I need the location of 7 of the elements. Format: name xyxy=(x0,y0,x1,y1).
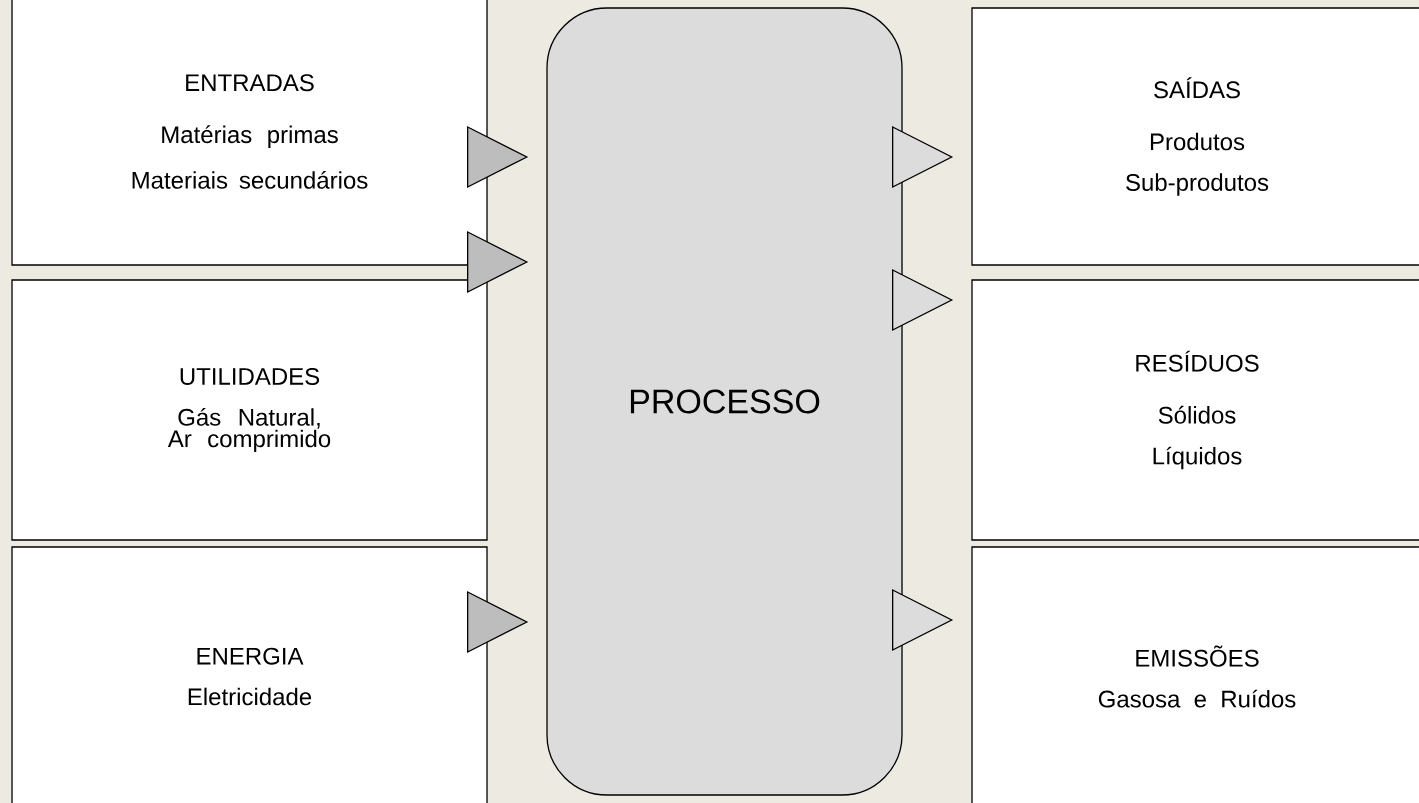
category-box: ENERGIA Eletricidade xyxy=(11,546,488,803)
category-box: SAÍDAS Produtos Sub-produtos xyxy=(971,7,1419,266)
process-box: PROCESSO xyxy=(546,7,903,796)
category-box: UTILIDADES Gás Natural, Ar comprimido xyxy=(11,279,488,541)
category-box: RESÍDUOS Sólidos Líquidos xyxy=(971,279,1419,541)
category-box: ENTRADAS Matérias primas Materiais secundários xyxy=(11,0,488,266)
category-box: EMISSÕES Gasosa e Ruídos xyxy=(971,546,1419,803)
